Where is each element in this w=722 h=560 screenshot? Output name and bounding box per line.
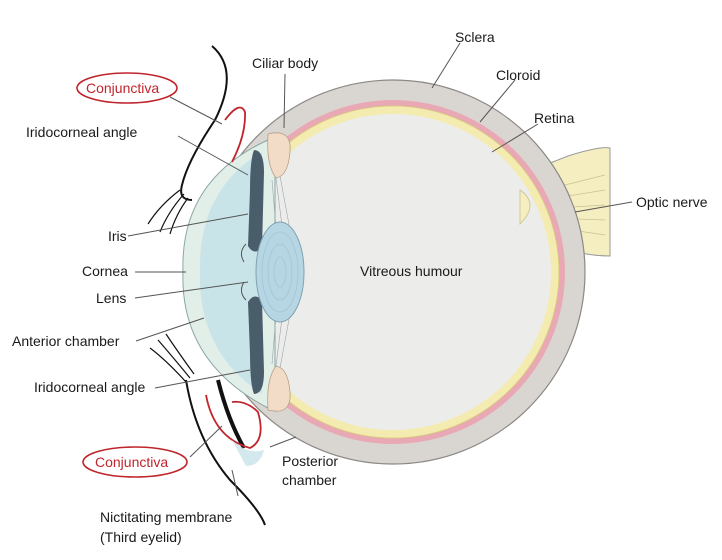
third-eyelid [216, 379, 246, 449]
lens-shape [255, 221, 305, 323]
conjunctiva-lower-highlight [82, 446, 188, 478]
lower-eyelid [185, 379, 266, 526]
label-posterior-chamber-1: Posterior [282, 453, 338, 469]
label-vitreous-humour: Vitreous humour [360, 263, 463, 279]
label-optic-nerve: Optic nerve [636, 194, 708, 210]
label-cloroid: Cloroid [496, 67, 540, 83]
label-iridocorneal-angle-lower: Iridocorneal angle [34, 379, 146, 395]
aqueous-flow-arrows [240, 243, 247, 301]
vitreous-humour-area [235, 114, 551, 430]
label-anterior-chamber: Anterior chamber [12, 333, 120, 349]
lens-rings [261, 231, 299, 313]
eyelashes [147, 189, 195, 383]
ciliary-body-lower [267, 365, 291, 412]
nictitating-tint [232, 440, 264, 466]
lower-eyelid-conjunctiva [205, 394, 262, 449]
upper-eyelid [180, 45, 228, 201]
iris-upper [248, 150, 264, 252]
label-lens: Lens [96, 290, 126, 306]
label-posterior-chamber-2: chamber [282, 472, 337, 488]
upper-eyelid-conjunctiva [224, 106, 246, 163]
label-sclera: Sclera [455, 29, 495, 45]
label-nictitating-membrane-2: (Third eyelid) [100, 529, 182, 545]
leader-lines [127, 42, 633, 497]
label-ciliar-body: Ciliar body [252, 55, 318, 71]
conjunctiva-upper-highlight [76, 72, 178, 104]
label-iris: Iris [108, 228, 127, 244]
iris-lower [248, 296, 264, 394]
label-iridocorneal-angle-upper: Iridocorneal angle [26, 124, 138, 140]
anterior-chamber-area [199, 152, 262, 394]
optic-disc [519, 189, 531, 225]
label-nictitating-membrane-1: Nictitating membrane [100, 509, 232, 525]
label-conjunctiva-upper: Conjunctiva [86, 80, 159, 96]
zonule-fibers [271, 175, 291, 369]
label-cornea: Cornea [82, 263, 128, 279]
label-retina: Retina [534, 110, 575, 126]
label-conjunctiva-lower: Conjunctiva [95, 454, 168, 470]
ciliary-body-upper [267, 132, 291, 179]
